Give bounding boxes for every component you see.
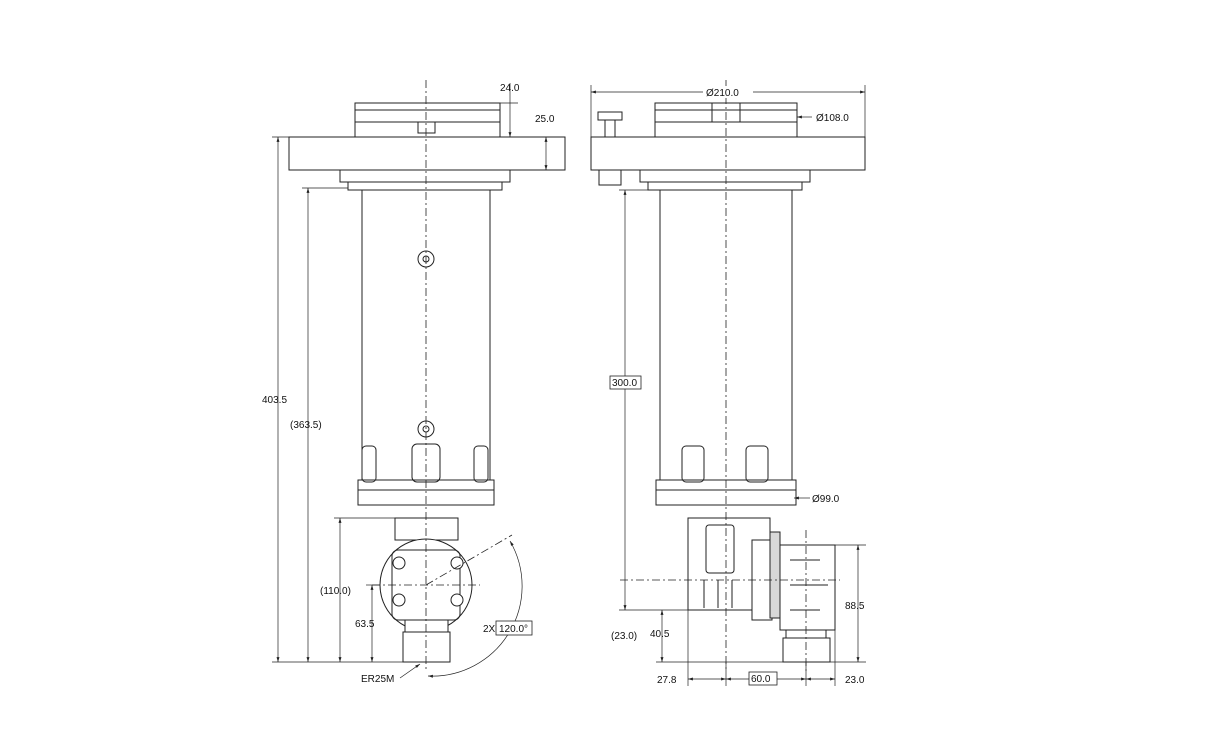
dim-flange-height: 25.0	[535, 114, 555, 125]
dim-angle-prefix: 2X	[483, 624, 496, 635]
label-plate	[705, 524, 735, 574]
dim-offset-a: (23.0)	[611, 631, 637, 642]
dim-offset-b: 40.5	[650, 629, 670, 640]
dim-offset-right: 23.0	[845, 675, 865, 686]
dim-body-diameter: Ø99.0	[812, 494, 840, 505]
top-plate	[354, 102, 501, 138]
dim-offset-left: 27.8	[657, 675, 677, 686]
dim-plate-diameter: Ø108.0	[816, 113, 849, 124]
dim-overall-length: 403.5	[262, 395, 287, 406]
dim-spindle-height: 63.5	[355, 619, 375, 630]
body	[659, 189, 793, 481]
collet	[402, 631, 451, 663]
collet-label: ER25M	[361, 674, 394, 685]
dim-top-plate-height: 24.0	[500, 83, 520, 94]
right-view: Ø210.0 Ø108.0 300.0 Ø99.0 88.5 (23.0) 40…	[590, 80, 866, 686]
dim-angle: 120.0°	[499, 624, 528, 635]
dim-body-length: 300.0	[612, 378, 637, 389]
dim-width: 60.0	[751, 674, 771, 685]
flange	[590, 136, 866, 171]
dim-head-height: 88.5	[845, 601, 865, 612]
collet	[782, 637, 831, 663]
dim-head-height: (110.0)	[320, 586, 351, 597]
left-view: 24.0 25.0 403.5 (363.5) (110.0) 63.5 2X …	[262, 80, 566, 685]
dim-flange-diameter: Ø210.0	[706, 88, 739, 99]
flange	[288, 136, 566, 171]
angle-head	[779, 544, 836, 631]
dim-body-length: (363.5)	[290, 420, 322, 431]
clamp-bolt	[597, 111, 623, 121]
